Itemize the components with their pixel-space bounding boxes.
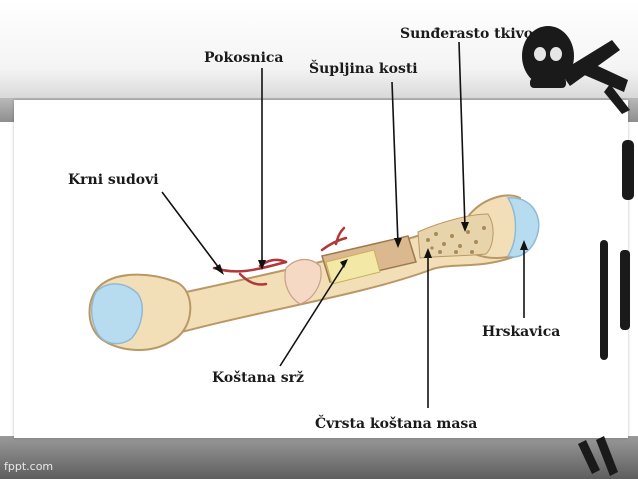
distal-cartilage	[506, 197, 540, 258]
periosteum-flap	[284, 258, 322, 305]
leader-lines	[161, 41, 525, 408]
label-blood-vessels: Krni sudovi	[68, 172, 159, 188]
label-bone-marrow: Koštana srž	[212, 370, 304, 386]
leader-arrowheads	[214, 222, 528, 275]
bone-illustration	[88, 194, 540, 351]
label-periosteum: Pokosnica	[204, 50, 284, 66]
label-spongy-tissue: Sunđerasto tkivo	[400, 26, 534, 42]
footer-brand: fppt.com	[4, 460, 54, 473]
slide-footer-band	[0, 436, 638, 479]
label-compact-bone: Čvrsta koštana masa	[315, 416, 478, 432]
skeleton-decoration	[522, 26, 634, 476]
proximal-cartilage	[91, 283, 144, 345]
spongy-tissue	[417, 213, 494, 259]
leader-blood-vessels	[161, 191, 223, 273]
leader-spongy-tissue	[458, 41, 466, 229]
label-cartilage: Hrskavica	[482, 324, 561, 340]
leader-bone-marrow	[279, 261, 347, 367]
bone-marrow	[325, 249, 381, 285]
spongy-pores	[426, 226, 486, 254]
label-marrow-cavity: Šupljina kosti	[309, 61, 418, 77]
leader-marrow-cavity	[391, 81, 399, 245]
